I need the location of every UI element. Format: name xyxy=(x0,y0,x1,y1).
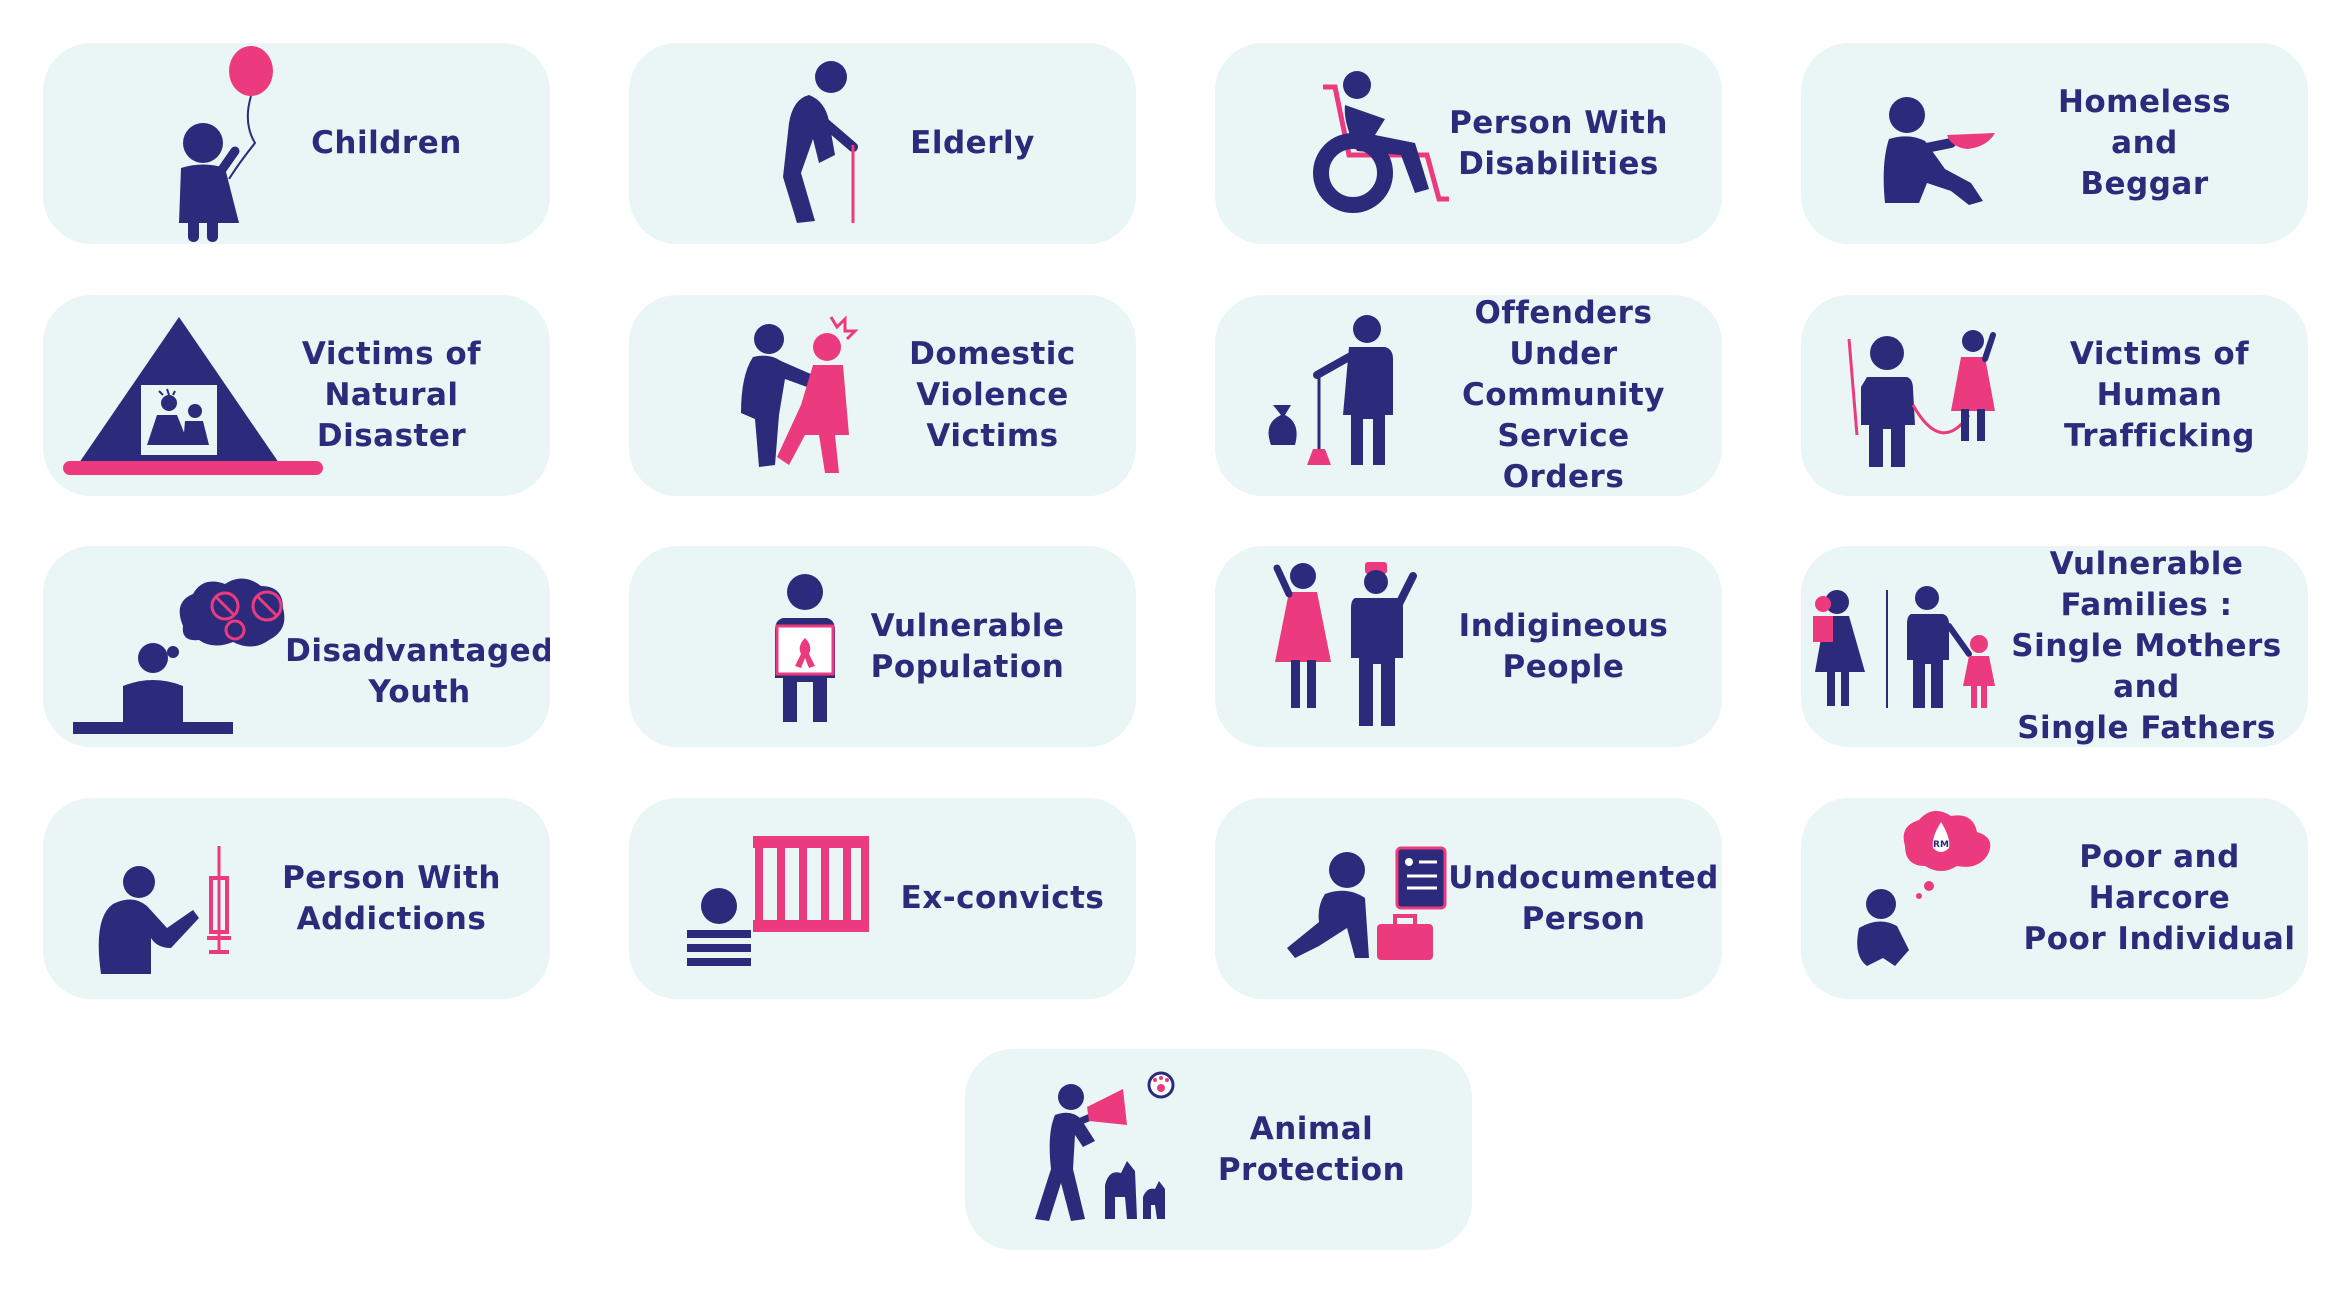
child-with-balloon-icon xyxy=(179,46,273,242)
category-label: Elderly xyxy=(910,125,1035,161)
money-symbol: RM xyxy=(1933,840,1949,850)
domestic-violence-icon xyxy=(741,315,859,473)
category-card-elderly: Elderly xyxy=(629,43,1136,244)
people-in-tent-icon xyxy=(63,317,323,475)
person-with-broom-and-trash-bag-icon xyxy=(1268,315,1393,465)
category-label: Children xyxy=(311,125,462,161)
wheelchair-user-icon xyxy=(1313,71,1449,213)
person-with-syringe-icon xyxy=(98,846,231,974)
category-card-animal-protection: Animal Protection xyxy=(965,1049,1472,1250)
seated-beggar-with-bowl-icon xyxy=(1883,97,1995,205)
elderly-with-cane-icon xyxy=(783,61,858,223)
person-thinking-of-money-icon: RM xyxy=(1857,810,1991,966)
category-card-children: Children xyxy=(43,43,550,244)
prisoner-and-bars-icon xyxy=(687,836,869,966)
category-card-ex-convicts: Ex-convicts xyxy=(629,798,1136,999)
category-label: Animal Protection xyxy=(1217,1110,1406,1188)
person-with-megaphone-and-dogs-icon xyxy=(1035,1071,1175,1221)
person-holding-ribbon-sign-icon xyxy=(775,574,835,722)
indigenous-couple-icon xyxy=(1273,562,1417,726)
person-leading-girl-on-rope-icon xyxy=(1847,330,1996,467)
person-with-document-and-suitcase-icon xyxy=(1287,846,1447,960)
category-label: Ex-convicts xyxy=(900,880,1105,916)
youth-with-thought-cloud-icon xyxy=(73,578,285,734)
single-parents-icon xyxy=(1813,586,1995,708)
